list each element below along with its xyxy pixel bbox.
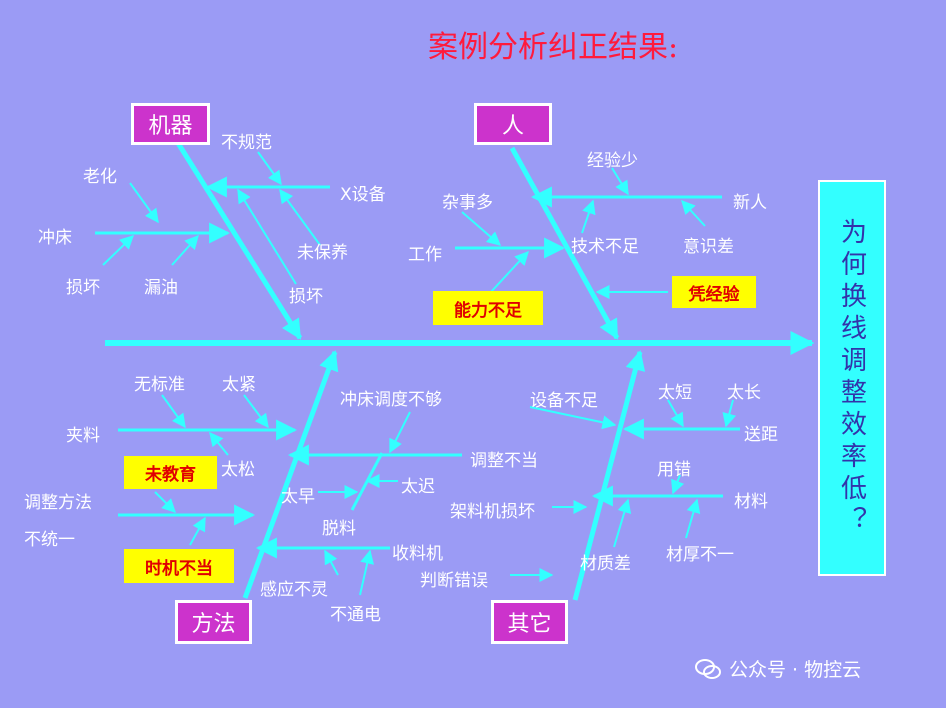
- effect-box: 为何换线调整效率低？: [818, 180, 886, 576]
- cause-work: 工作: [408, 245, 442, 265]
- category-method: 方法: [175, 600, 252, 644]
- highlight-untrained: 未教育: [124, 456, 217, 489]
- cause-poor-quality: 材质差: [580, 554, 631, 574]
- cause-damage: 损坏: [289, 287, 323, 307]
- cause-damage: 损坏: [66, 278, 100, 298]
- category-other: 其它: [491, 600, 568, 644]
- cause-too-short: 太短: [658, 383, 692, 403]
- cause-improper-adjust: 调整不当: [470, 451, 538, 471]
- cause-x-equipment: X设备: [340, 185, 386, 205]
- page-title: 案例分析纠正结果:: [428, 30, 679, 65]
- cause-too-long: 太长: [727, 383, 761, 403]
- cause-feed-distance: 送距: [744, 425, 778, 445]
- highlight-bad-timing: 时机不当: [124, 549, 234, 583]
- cause-material: 材料: [734, 492, 768, 512]
- watermark-text: 公众号 · 物控云: [729, 659, 862, 681]
- cause-aging: 老化: [83, 167, 117, 187]
- cause-poor-awareness: 意识差: [683, 237, 734, 257]
- cause-adjust-method: 调整方法: [24, 493, 92, 513]
- machine-bone: [175, 141, 303, 340]
- cause-insufficient-skill: 技术不足: [571, 237, 639, 257]
- cause-sensor-insensitive: 感应不灵: [260, 580, 328, 600]
- cause-receiver: 收料机: [392, 544, 443, 564]
- cause-oil-leak: 漏油: [144, 278, 178, 298]
- chat-icon: [695, 658, 721, 679]
- category-machine: 机器: [131, 103, 210, 145]
- cause-not-unified: 不统一: [24, 530, 75, 550]
- other-bone: [572, 350, 646, 601]
- cause-too-late: 太迟: [401, 477, 435, 497]
- cause-not-maintained: 未保养: [297, 243, 348, 263]
- cause-clamp: 夹料: [66, 426, 100, 446]
- cause-no-standard: 无标准: [134, 375, 185, 395]
- highlight-insufficient-ability: 能力不足: [433, 291, 543, 325]
- effect-label: 为何换线调整效率低？: [836, 218, 867, 538]
- cause-detach: 脱料: [322, 519, 356, 539]
- cause-rack-broken: 架料机损坏: [450, 502, 535, 522]
- cause-too-tight: 太紧: [222, 375, 256, 395]
- cause-uneven-thickness: 材厚不一: [666, 545, 734, 565]
- cause-irregular: 不规范: [221, 133, 272, 153]
- cause-little-experience: 经验少: [587, 151, 638, 171]
- method-bone: [242, 350, 339, 599]
- cause-new-staff: 新人: [733, 193, 767, 213]
- cause-too-loose: 太松: [221, 460, 255, 480]
- cause-wrong-use: 用错: [657, 460, 691, 480]
- cause-lack-equipment: 设备不足: [530, 391, 598, 411]
- cause-misc-tasks: 杂事多: [442, 193, 493, 213]
- cause-no-power: 不通电: [330, 605, 381, 625]
- cause-misjudge: 判断错误: [420, 571, 488, 591]
- category-person: 人: [474, 103, 552, 145]
- watermark: 公众号 · 物控云: [695, 655, 861, 682]
- cause-insufficient-adjust: 冲床调度不够: [340, 390, 442, 410]
- cause-punch: 冲床: [38, 228, 72, 248]
- highlight-by-experience: 凭经验: [672, 276, 756, 308]
- cause-too-early: 太早: [281, 487, 315, 507]
